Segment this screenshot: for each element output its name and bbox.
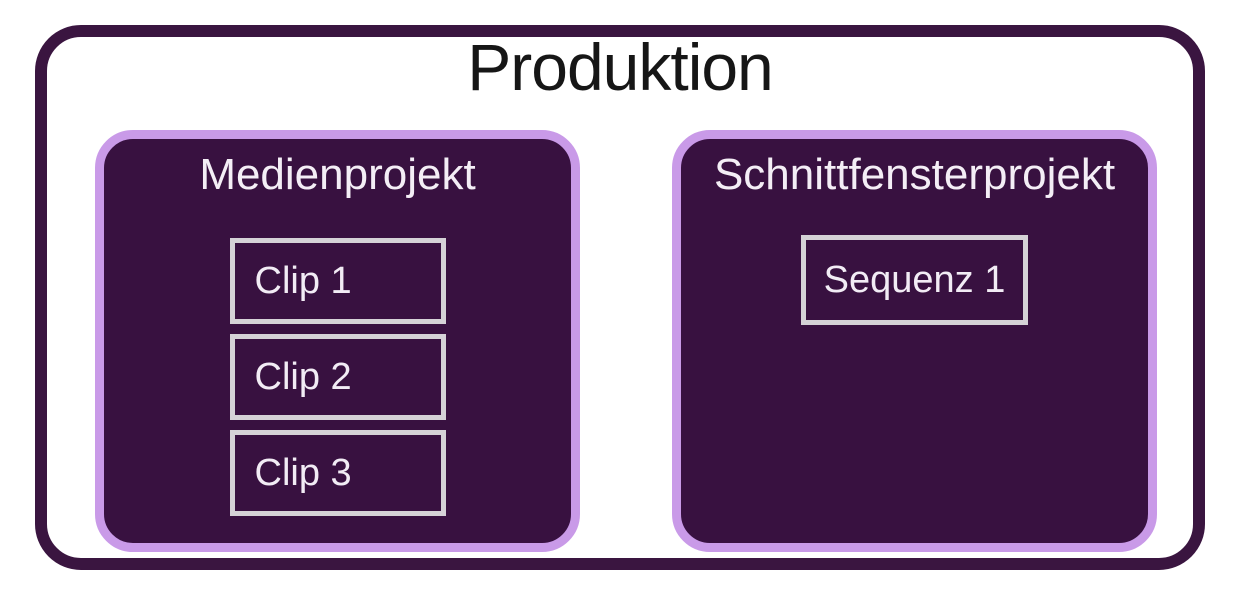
schnittfensterprojekt-box: Schnittfensterprojekt Sequenz 1	[672, 130, 1157, 552]
medienprojekt-box: Medienprojekt Clip 1 Clip 2 Clip 3	[95, 130, 580, 552]
clip-3-box: Clip 3	[229, 430, 446, 516]
production-title: Produktion	[467, 30, 774, 104]
sequenz-1-box: Sequenz 1	[801, 235, 1028, 325]
production-container: Produktion Medienprojekt Clip 1 Clip 2 C…	[35, 25, 1205, 570]
clip-1-box: Clip 1	[229, 238, 446, 324]
clip-list: Clip 1 Clip 2 Clip 3	[104, 238, 571, 516]
clip-2-box: Clip 2	[229, 334, 446, 420]
medienprojekt-label: Medienprojekt	[199, 150, 476, 199]
schnittfensterprojekt-label: Schnittfensterprojekt	[713, 150, 1116, 199]
sequence-list: Sequenz 1	[681, 235, 1148, 325]
